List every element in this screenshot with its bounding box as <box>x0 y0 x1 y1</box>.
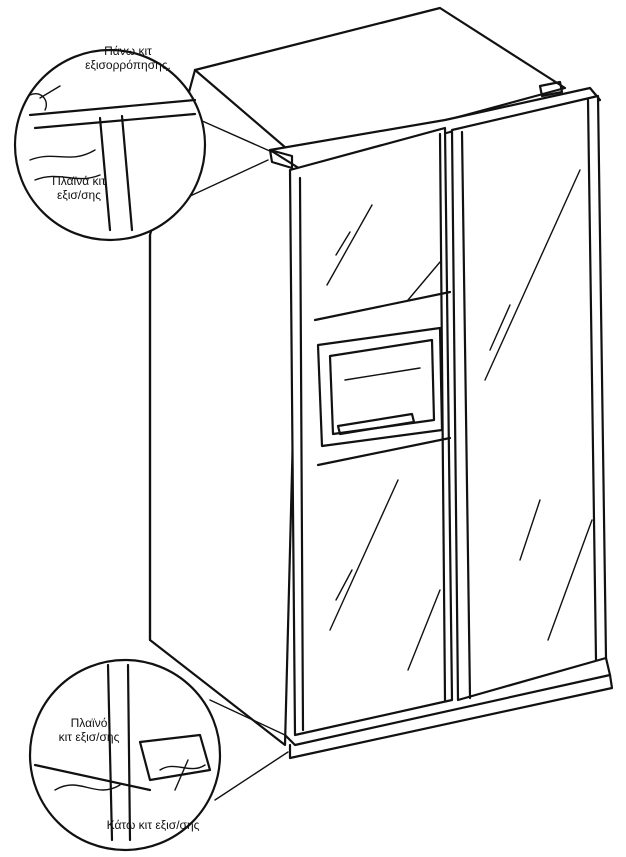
label-side-kit-bottom: Πλαϊνό κιτ εξισ/σης <box>58 716 120 744</box>
bottom-magnifier <box>28 658 289 852</box>
label-top-kit: Πάνω κιτ εξισορρόπησης. <box>85 44 171 72</box>
right-door <box>450 94 608 702</box>
base <box>283 656 614 760</box>
dispenser <box>316 326 444 448</box>
top-magnifier <box>13 48 273 242</box>
label-bottom-kit: Κάτω κιτ εξισ/σης <box>106 818 200 832</box>
label-side-kit-top: Πλαϊνά κιτ εξισ/σης <box>52 174 106 202</box>
